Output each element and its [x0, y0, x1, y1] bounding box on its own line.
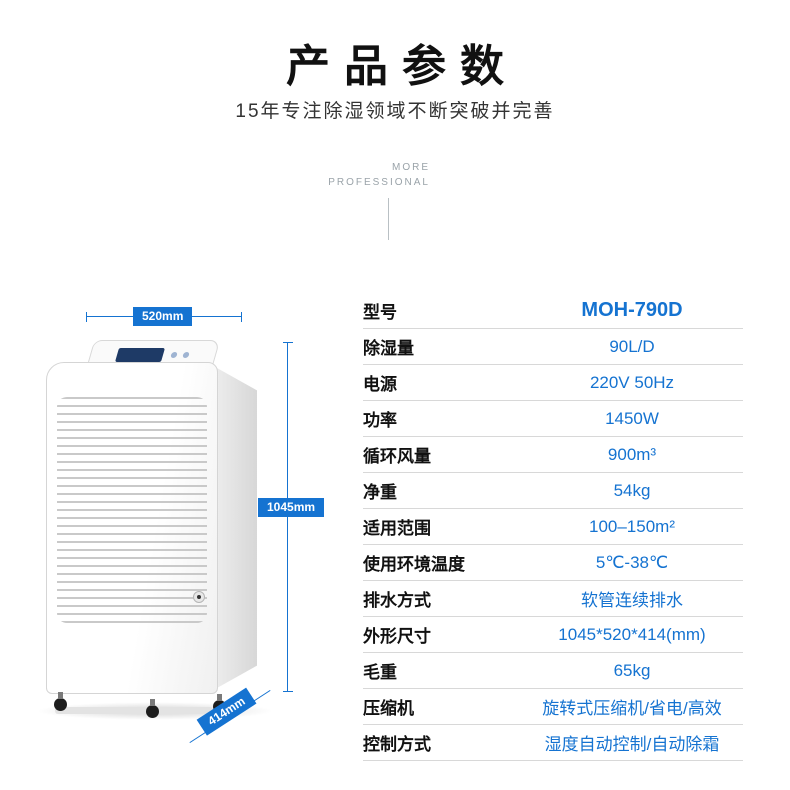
spec-row: 净重 54kg: [363, 473, 743, 509]
spec-label: 使用环境温度: [363, 555, 465, 574]
spec-row: 适用范围 100–150m²: [363, 509, 743, 545]
caster-wheel: [146, 699, 159, 718]
spec-row: 电源 220V 50Hz: [363, 365, 743, 401]
spec-value: 1450W: [605, 408, 659, 428]
unit-side-panel: [217, 368, 257, 688]
control-button: [170, 352, 178, 358]
spec-row: 压缩机 旋转式压缩机/省电/高效: [363, 689, 743, 725]
air-louvers: [57, 397, 207, 623]
page-title: 产品参数: [286, 42, 518, 91]
spec-row: 功率 1450W: [363, 401, 743, 437]
spec-row: 控制方式 湿度自动控制/自动除霜: [363, 725, 743, 761]
spec-label: 排水方式: [363, 591, 431, 610]
spec-value: 900m³: [607, 444, 657, 464]
dehumidifier-illustration: [36, 336, 300, 746]
spec-label: 控制方式: [363, 735, 431, 754]
caster-wheel: [54, 692, 67, 711]
more-caption-line1: MORE: [392, 162, 430, 173]
spec-value: 旋转式压缩机/省电/高效: [542, 699, 722, 718]
spec-value: 54kg: [613, 480, 651, 500]
spec-row: 使用环境温度 5℃-38℃: [363, 545, 743, 581]
spec-label: 外形尺寸: [363, 627, 431, 646]
more-professional-caption: MORE PROFESSIONAL: [290, 160, 430, 190]
spec-label: 循环风量: [363, 447, 431, 466]
spec-label: 毛重: [363, 663, 397, 682]
spec-value: 软管连续排水: [581, 591, 683, 610]
spec-row-model: 型号 MOH-790D: [363, 293, 743, 329]
spec-label: 功率: [363, 411, 397, 430]
spec-label: 适用范围: [363, 519, 431, 538]
spec-value: 1045*520*414(mm): [558, 624, 706, 644]
spec-row: 除湿量 90L/D: [363, 329, 743, 365]
spec-row: 循环风量 900m³: [363, 437, 743, 473]
control-button: [182, 352, 190, 358]
vertical-divider: [388, 198, 389, 240]
height-dimension-line: [283, 342, 293, 692]
spec-row: 排水方式 软管连续排水: [363, 581, 743, 617]
control-display: [114, 348, 166, 362]
spec-row: 毛重 65kg: [363, 653, 743, 689]
more-caption-line2: PROFESSIONAL: [328, 177, 430, 188]
spec-value: 100–150m²: [588, 516, 675, 536]
height-dimension-label: 1045mm: [258, 498, 325, 517]
spec-label: 除湿量: [363, 339, 414, 358]
spec-table: 型号 MOH-790D 除湿量 90L/D 电源 220V 50Hz 功率 14…: [363, 293, 743, 761]
drain-knob: [193, 591, 205, 603]
width-dimension-label: 520mm: [133, 307, 193, 326]
spec-value: MOH-790D: [581, 299, 683, 321]
unit-front-panel: [46, 362, 218, 714]
spec-value: 65kg: [613, 660, 651, 680]
spec-value: 湿度自动控制/自动除霜: [544, 735, 720, 754]
spec-label: 电源: [363, 375, 397, 394]
spec-value: 5℃-38℃: [595, 552, 669, 572]
spec-row: 外形尺寸 1045*520*414(mm): [363, 617, 743, 653]
page-subtitle: 15年专注除湿领域不断突破并完善: [235, 101, 555, 122]
spec-label: 型号: [363, 303, 397, 322]
spec-value: 90L/D: [609, 336, 655, 356]
spec-value: 220V 50Hz: [589, 372, 675, 392]
spec-label: 压缩机: [363, 699, 414, 718]
unit-base-trim: [55, 707, 213, 714]
spec-label: 净重: [363, 483, 397, 502]
